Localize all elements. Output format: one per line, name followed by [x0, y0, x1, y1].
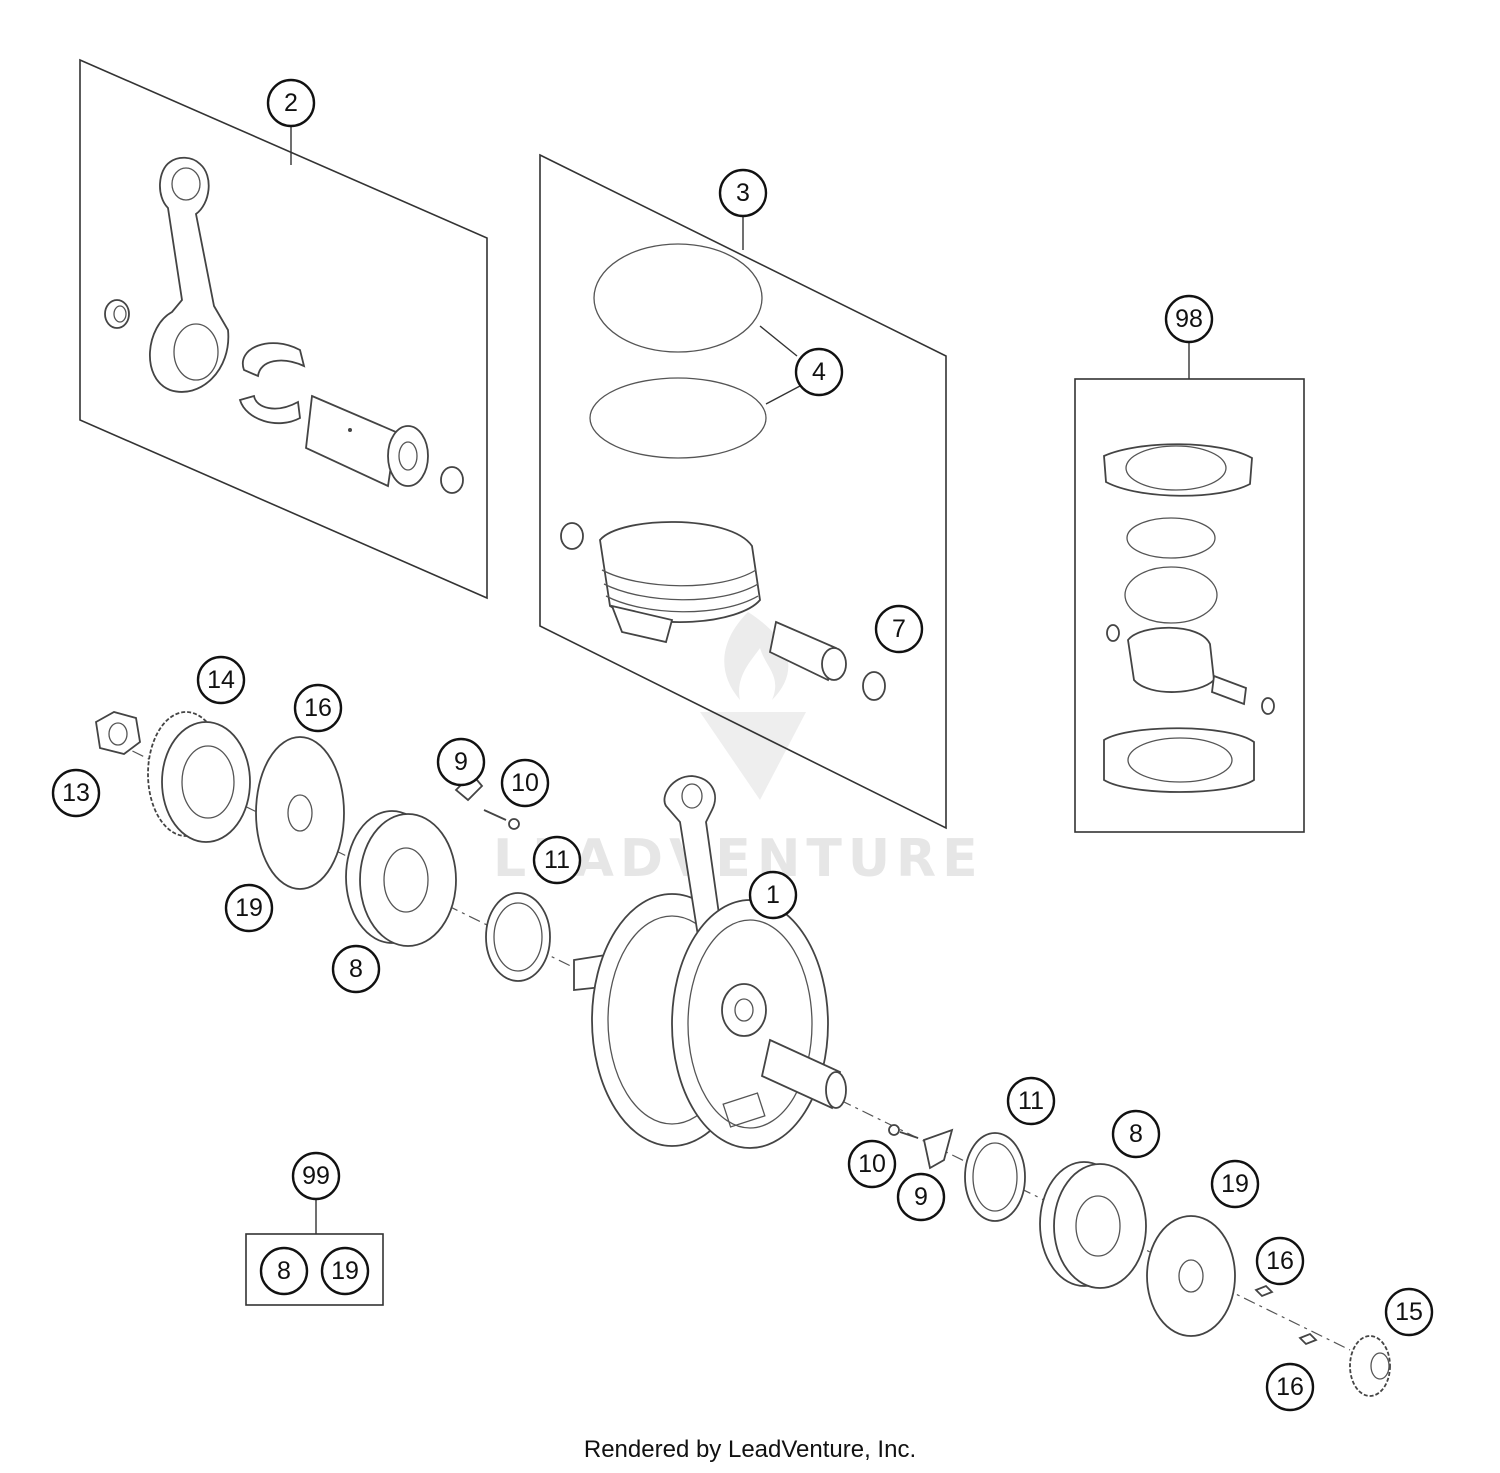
callout-2-label: 2 [284, 89, 298, 117]
callout-2[interactable]: 2 [266, 78, 316, 128]
callouts: 2 3 4 7 98 14 16 13 9 10 11 1 19 8 11 8 … [51, 78, 1434, 1412]
callout-16-top[interactable]: 16 [293, 683, 343, 733]
callout-9-right[interactable]: 9 [896, 1172, 946, 1222]
callout-14[interactable]: 14 [196, 655, 246, 705]
callout-7[interactable]: 7 [874, 604, 924, 654]
callout-13-label: 13 [62, 779, 90, 807]
callout-11-left[interactable]: 11 [532, 835, 582, 885]
callout-19-left-label: 19 [235, 894, 263, 922]
callout-99-label: 99 [302, 1162, 330, 1190]
callout-1-label: 1 [766, 881, 780, 909]
callout-10-left[interactable]: 10 [500, 758, 550, 808]
callout-10-right-label: 10 [858, 1150, 886, 1178]
callout-98-label: 98 [1175, 305, 1203, 333]
callout-16-mid-label: 16 [1266, 1247, 1294, 1275]
callout-15[interactable]: 15 [1384, 1287, 1434, 1337]
piston-kit-panel [539, 153, 947, 830]
callout-9-right-label: 9 [914, 1183, 928, 1211]
callout-16-bottom-label: 16 [1276, 1373, 1304, 1401]
callout-8-right[interactable]: 8 [1111, 1109, 1161, 1159]
callout-3[interactable]: 3 [718, 168, 768, 218]
callout-19-right[interactable]: 19 [1210, 1159, 1260, 1209]
callout-19-kit[interactable]: 19 [320, 1246, 370, 1296]
callout-11-right-label: 11 [1018, 1087, 1044, 1115]
callout-10-right[interactable]: 10 [847, 1139, 897, 1189]
gasket-kit-panel [1074, 342, 1305, 833]
callout-8-left-label: 8 [349, 955, 363, 983]
callout-11-left-label: 11 [544, 846, 570, 874]
callout-8-left[interactable]: 8 [331, 944, 381, 994]
callout-3-label: 3 [736, 179, 750, 207]
callout-19-kit-label: 19 [331, 1257, 359, 1285]
callout-11-right[interactable]: 11 [1006, 1076, 1056, 1126]
callout-1[interactable]: 1 [748, 870, 798, 920]
callout-15-label: 15 [1395, 1298, 1423, 1326]
callout-16-mid[interactable]: 16 [1255, 1236, 1305, 1286]
callout-9-left-label: 9 [454, 748, 468, 776]
conrod-kit-panel [79, 58, 488, 600]
callout-13[interactable]: 13 [51, 768, 101, 818]
callout-19-right-label: 19 [1221, 1170, 1249, 1198]
callout-16-top-label: 16 [304, 694, 332, 722]
callout-9-left[interactable]: 9 [436, 737, 486, 787]
callout-8-kit[interactable]: 8 [259, 1246, 309, 1296]
callout-10-left-label: 10 [511, 769, 539, 797]
crank-right-parts [888, 1124, 1391, 1397]
callout-8-kit-label: 8 [277, 1257, 291, 1285]
callout-7-label: 7 [892, 615, 906, 643]
crankshaft [573, 775, 847, 1149]
parts-diagram: LEADVENTURE [51, 58, 1434, 1412]
callout-4-label: 4 [812, 358, 826, 386]
footer-credit: Rendered by LeadVenture, Inc. [583, 1436, 917, 1463]
bearing-kit-panel [245, 1198, 384, 1306]
callout-8-right-label: 8 [1129, 1120, 1143, 1148]
callout-99[interactable]: 99 [291, 1151, 341, 1201]
callout-4[interactable]: 4 [794, 347, 844, 397]
callout-19-left[interactable]: 19 [224, 883, 274, 933]
crank-left-parts [95, 711, 551, 982]
callout-98[interactable]: 98 [1164, 294, 1214, 344]
callout-14-label: 14 [207, 666, 235, 694]
callout-16-bottom[interactable]: 16 [1265, 1362, 1315, 1412]
